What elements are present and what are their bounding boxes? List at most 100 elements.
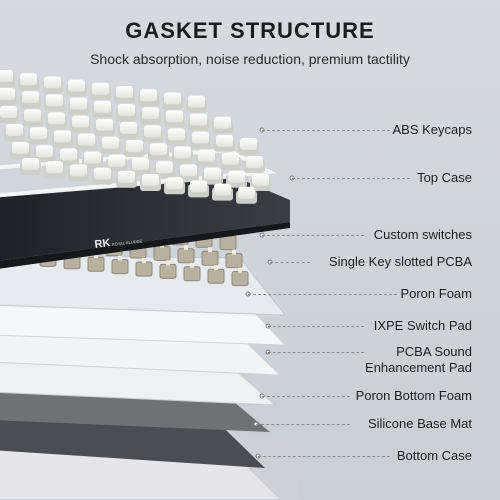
- keycap: [100, 136, 121, 154]
- keycap: [66, 79, 87, 97]
- keycap: [148, 143, 169, 161]
- keycap: [142, 125, 163, 143]
- keycap: [0, 88, 17, 105]
- leader-line: [248, 294, 397, 295]
- layer-label-text: Bottom Case: [396, 448, 472, 463]
- switch: [201, 247, 219, 266]
- keycap: [0, 106, 19, 123]
- layer-label-text: IXPE Switch Pad: [373, 318, 472, 333]
- keycap: [124, 140, 145, 157]
- keycap: [28, 127, 49, 145]
- keycap: [0, 70, 15, 87]
- keycap: [44, 161, 65, 179]
- page-subtitle: Shock absorption, noise reduction, premi…: [90, 51, 410, 67]
- keycap: [118, 122, 139, 139]
- layer-label: Top Case: [417, 170, 472, 186]
- keycap: [250, 174, 271, 191]
- keycap: [106, 154, 127, 172]
- keycap: [4, 124, 25, 141]
- switch: [183, 262, 201, 282]
- keycap: [18, 73, 39, 91]
- keycap: [178, 164, 199, 182]
- brand-logo: RK: [94, 237, 111, 251]
- leader-line: [268, 326, 364, 327]
- keycap: [172, 146, 193, 164]
- keycap: [70, 115, 91, 133]
- keycap: [214, 134, 235, 152]
- switch: [111, 255, 129, 275]
- layer-label: Silicone Base Mat: [368, 416, 472, 432]
- keycap: [212, 116, 233, 134]
- keycap: [92, 167, 113, 185]
- switch: [135, 258, 153, 277]
- leader-line: [258, 456, 391, 457]
- layer-label: IXPE Switch Pad: [374, 318, 472, 334]
- keycap: [20, 158, 41, 175]
- keycap: [138, 89, 159, 107]
- layer-label: Single Key slotted PCBA: [329, 254, 472, 270]
- leader-line: [262, 130, 391, 131]
- layer-label-text: Poron Bottom Foam: [355, 388, 472, 403]
- keycap: [116, 170, 137, 188]
- keycap: [190, 131, 211, 149]
- keycaps-layer: [0, 70, 271, 204]
- keycap: [10, 142, 31, 159]
- keycap: [58, 148, 79, 166]
- keycap: [188, 113, 209, 131]
- leader-line: [262, 396, 351, 397]
- keycap: [140, 174, 161, 191]
- keycap: [162, 92, 183, 110]
- leader-line: [256, 424, 351, 425]
- switch: [225, 249, 243, 269]
- keycap: [164, 177, 185, 195]
- keycap: [44, 94, 65, 112]
- keycap: [42, 76, 63, 94]
- leader-line: [270, 262, 310, 263]
- layer-label-text-2: Enhancement Pad: [365, 360, 472, 375]
- layer-label: Poron Bottom Foam: [356, 388, 472, 404]
- keycap: [220, 152, 241, 170]
- layer-label: Bottom Case: [397, 448, 472, 464]
- keycap: [116, 104, 137, 121]
- keycap: [46, 112, 67, 130]
- switch: [177, 244, 195, 264]
- switch: [87, 253, 105, 272]
- layer-label-text: Single Key slotted PCBA: [328, 254, 472, 269]
- keycap: [130, 158, 151, 175]
- layer-label-text: PCBA Sound: [396, 344, 472, 359]
- layer-label-text: Silicone Base Mat: [367, 416, 472, 431]
- keycap: [244, 156, 265, 173]
- keycap: [236, 186, 257, 204]
- keycap: [34, 145, 55, 163]
- layer-label: Poron Foam: [400, 286, 472, 302]
- layer-label-text: Custom switches: [373, 227, 472, 242]
- keycap: [82, 151, 103, 169]
- keycap: [52, 130, 73, 148]
- keycap: [164, 110, 185, 128]
- keycap: [238, 138, 259, 155]
- switch: [159, 260, 177, 279]
- switch: [207, 265, 225, 284]
- layer-label-text: Top Case: [417, 170, 472, 185]
- switch: [231, 267, 249, 287]
- keycap: [94, 118, 115, 136]
- keycap: [68, 164, 89, 182]
- layer-label: ABS Keycaps: [393, 122, 473, 138]
- keycap: [166, 128, 187, 146]
- page-title: GASKET STRUCTURE: [125, 18, 375, 43]
- leader-line: [268, 352, 364, 353]
- keycap: [188, 180, 209, 198]
- keycap: [76, 133, 97, 151]
- layer-label-text: Poron Foam: [400, 286, 472, 301]
- keycap: [202, 167, 223, 185]
- layer-label: Custom switches: [374, 227, 472, 243]
- keycap: [186, 95, 207, 113]
- leader-line: [292, 178, 411, 179]
- keycap: [20, 91, 41, 109]
- keycap: [212, 183, 233, 201]
- keycap: [140, 107, 161, 125]
- keycap: [90, 82, 111, 100]
- brand-logo-sub: ROYAL KLUDGE: [112, 238, 143, 247]
